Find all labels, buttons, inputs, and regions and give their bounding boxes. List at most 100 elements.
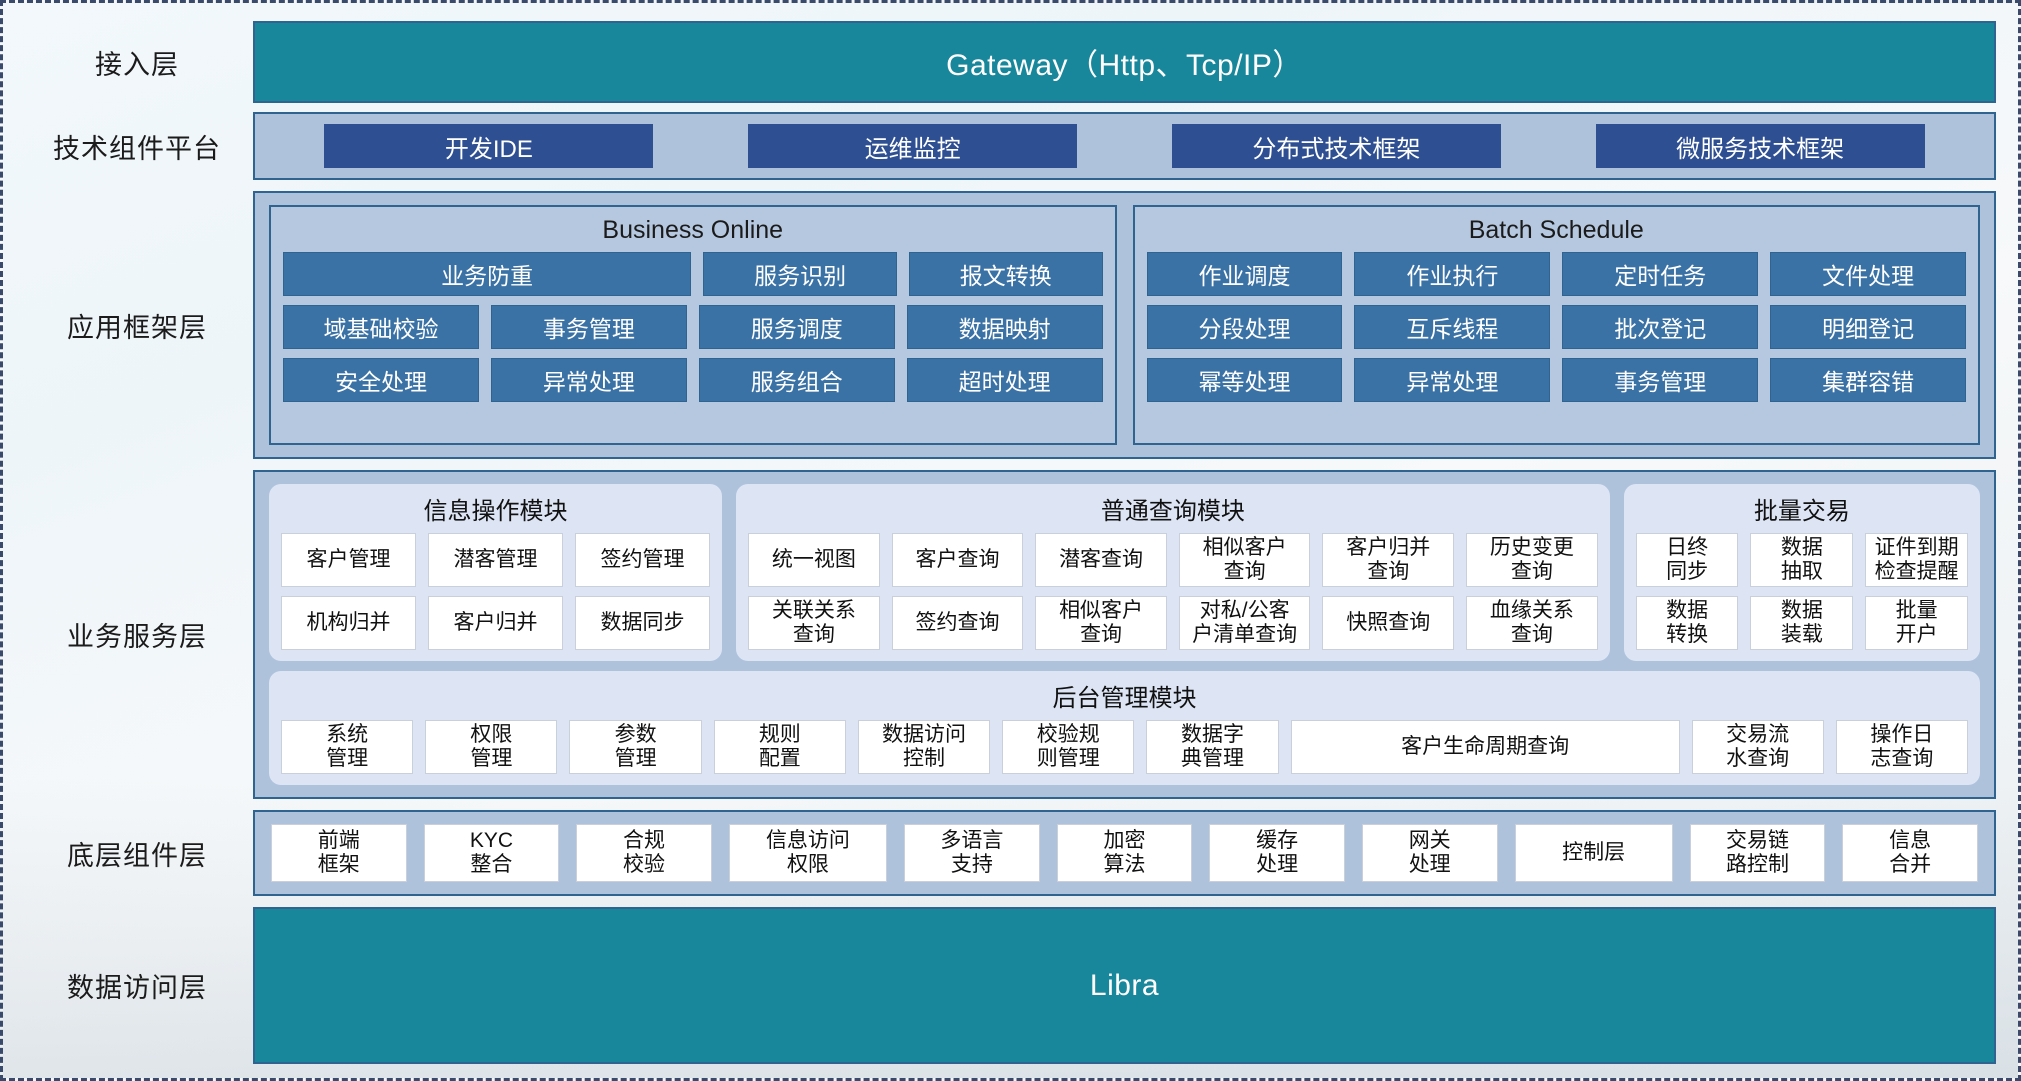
- layer-body-business-service: 信息操作模块 客户管理 潜客管理 签约管理 机构归并 客户归并: [253, 470, 1996, 799]
- grid-row: 作业调度 作业执行 定时任务 文件处理: [1146, 252, 1966, 296]
- module-row: 关联关系 查询 签约查询 相似客户 查询 对私/公客 户清单查询 快照查询 血缘…: [748, 596, 1598, 650]
- cell-data-mapping[interactable]: 数据映射: [906, 305, 1103, 349]
- panel-title-batch-schedule: Batch Schedule: [1468, 216, 1644, 244]
- cell-org-merge[interactable]: 机构归并: [281, 596, 417, 650]
- cell-history-change-query[interactable]: 历史变更 查询: [1466, 533, 1598, 587]
- cell-parameter-management[interactable]: 参数 管理: [569, 720, 702, 774]
- layer-stack: 接入层 Gateway（Http、Tcp/IP） 技术组件平台 开发IDE 运维…: [3, 3, 2018, 1078]
- cell-timed-task[interactable]: 定时任务: [1562, 252, 1759, 296]
- module-row: 统一视图 客户查询 潜客查询 相似客户 查询 客户归并 查询 历史变更 查询: [748, 533, 1598, 587]
- grid-row: 业务防重 服务识别 报文转换: [283, 252, 1103, 296]
- cell-validation-rule-management[interactable]: 校验规 则管理: [1002, 720, 1135, 774]
- cell-relation-query[interactable]: 关联关系 查询: [748, 596, 880, 650]
- cell-frontend-framework[interactable]: 前端 框架: [271, 824, 407, 882]
- cell-certificate-expiry-reminder[interactable]: 证件到期 检查提醒: [1865, 533, 1969, 587]
- tech-button-microservice-framework[interactable]: 微服务技术框架: [1595, 124, 1925, 168]
- panel-title-business-online: Business Online: [602, 216, 784, 244]
- cell-batch-registration[interactable]: 批次登记: [1562, 305, 1759, 349]
- module-title-common-query: 普通查询模块: [1100, 498, 1245, 525]
- tech-button-ide[interactable]: 开发IDE: [324, 124, 654, 168]
- cell-encryption-algorithm[interactable]: 加密 算法: [1056, 824, 1193, 882]
- cell-job-scheduling[interactable]: 作业调度: [1146, 252, 1343, 296]
- cell-security-processing[interactable]: 安全处理: [283, 358, 479, 402]
- tech-button-ops-monitor[interactable]: 运维监控: [748, 124, 1078, 168]
- cell-customer-merge-query[interactable]: 客户归并 查询: [1322, 533, 1455, 587]
- cell-eod-sync[interactable]: 日终 同步: [1635, 533, 1739, 587]
- cell-compliance-validation[interactable]: 合规 校验: [576, 824, 712, 882]
- cell-business-dedup[interactable]: 业务防重: [283, 252, 692, 296]
- cell-transaction-link-control[interactable]: 交易链 路控制: [1689, 824, 1826, 882]
- module-row: 机构归并 客户归并 数据同步: [281, 596, 711, 650]
- cell-snapshot-query[interactable]: 快照查询: [1322, 596, 1455, 650]
- cell-batch-account-open[interactable]: 批量 开户: [1865, 596, 1969, 650]
- cell-data-transform[interactable]: 数据 转换: [1635, 596, 1739, 650]
- panel-batch-schedule: Batch Schedule 作业调度 作业执行 定时任务 文件处理 分段处理 …: [1132, 205, 1980, 445]
- layer-tech-platform: 技术组件平台 开发IDE 运维监控 分布式技术框架 微服务技术框架: [21, 112, 1996, 180]
- cell-customer-query[interactable]: 客户查询: [891, 533, 1024, 587]
- layer-body-tech: 开发IDE 运维监控 分布式技术框架 微服务技术框架: [253, 112, 1996, 180]
- panel-business-online: Business Online 业务防重 服务识别 报文转换 域基础校验 事务管…: [269, 205, 1117, 445]
- cell-transaction-flow-query[interactable]: 交易流 水查询: [1691, 720, 1824, 774]
- cell-cluster-fault-tolerance[interactable]: 集群容错: [1770, 358, 1966, 402]
- layer-label-tech: 技术组件平台: [53, 133, 221, 164]
- cell-lineage-query[interactable]: 血缘关系 查询: [1466, 596, 1598, 650]
- grid-row: 分段处理 互斥线程 批次登记 明细登记: [1146, 305, 1966, 349]
- grid-business-online: 业务防重 服务识别 报文转换 域基础校验 事务管理 服务调度 数据映射: [283, 252, 1103, 402]
- cell-exception-processing-batch[interactable]: 异常处理: [1354, 358, 1551, 402]
- module-grid-batch-transaction: 日终 同步 数据 抽取 证件到期 检查提醒 数据 转换 数据 装载 批量 开户: [1635, 533, 1969, 650]
- cell-operation-log-query[interactable]: 操作日 志查询: [1835, 720, 1969, 774]
- cell-prospect-query[interactable]: 潜客查询: [1035, 533, 1167, 587]
- layer-body-data-access: Libra: [253, 907, 1996, 1064]
- cell-similar-customer-query[interactable]: 相似客户 查询: [1178, 533, 1311, 587]
- cell-customer-merge[interactable]: 客户归并: [428, 596, 564, 650]
- cell-segment-processing[interactable]: 分段处理: [1146, 305, 1343, 349]
- cell-kyc-integration[interactable]: KYC 整合: [423, 824, 560, 882]
- cell-permission-management[interactable]: 权限 管理: [425, 720, 558, 774]
- cell-multilanguage-support[interactable]: 多语言 支持: [904, 824, 1040, 882]
- cell-control-layer[interactable]: 控制层: [1514, 824, 1673, 882]
- cell-transaction-management[interactable]: 事务管理: [490, 305, 687, 349]
- cell-gateway-processing[interactable]: 网关 处理: [1361, 824, 1498, 882]
- cell-transaction-management-batch[interactable]: 事务管理: [1562, 358, 1759, 402]
- cell-service-composition[interactable]: 服务组合: [698, 358, 895, 402]
- cell-prospect-management[interactable]: 潜客管理: [428, 533, 564, 587]
- cell-customer-lifecycle-query[interactable]: 客户生命周期查询: [1290, 720, 1680, 774]
- module-backend-management: 后台管理模块 系统 管理 权限 管理 参数 管理 规则 配置 数据访问 控制 校…: [269, 671, 1980, 785]
- cell-data-access-control[interactable]: 数据访问 控制: [857, 720, 991, 774]
- cell-idempotent-processing[interactable]: 幂等处理: [1146, 358, 1343, 402]
- cell-data-dictionary-management[interactable]: 数据字 典管理: [1146, 720, 1279, 774]
- cell-contract-management[interactable]: 签约管理: [575, 533, 711, 587]
- cell-message-transform[interactable]: 报文转换: [908, 252, 1103, 296]
- cell-info-access-permission[interactable]: 信息访问 权限: [728, 824, 888, 882]
- layer-label-app-framework: 应用框架层: [67, 312, 207, 343]
- cell-unified-view[interactable]: 统一视图: [748, 533, 880, 587]
- cell-service-identify[interactable]: 服务识别: [703, 252, 897, 296]
- cell-info-merge[interactable]: 信息 合并: [1842, 824, 1978, 882]
- layer-app-framework: 应用框架层 Business Online 业务防重 服务识别 报文转换 域: [21, 191, 1996, 459]
- gateway-bar[interactable]: Gateway（Http、Tcp/IP）: [253, 21, 1996, 103]
- cell-file-processing[interactable]: 文件处理: [1770, 252, 1966, 296]
- cell-contract-query[interactable]: 签约查询: [891, 596, 1024, 650]
- cell-exception-processing[interactable]: 异常处理: [490, 358, 687, 402]
- cell-mutex-thread[interactable]: 互斥线程: [1354, 305, 1551, 349]
- layer-access: 接入层 Gateway（Http、Tcp/IP）: [21, 21, 1996, 103]
- module-grid-info-operation: 客户管理 潜客管理 签约管理 机构归并 客户归并 数据同步: [281, 533, 711, 650]
- cell-service-scheduling[interactable]: 服务调度: [698, 305, 895, 349]
- cell-cache-processing[interactable]: 缓存 处理: [1209, 824, 1345, 882]
- tech-button-distributed-framework[interactable]: 分布式技术框架: [1171, 124, 1501, 168]
- cell-similar-customer-query-2[interactable]: 相似客户 查询: [1035, 596, 1167, 650]
- cell-data-load[interactable]: 数据 装载: [1750, 596, 1854, 650]
- cell-system-management[interactable]: 系统 管理: [281, 720, 414, 774]
- cell-data-extract[interactable]: 数据 抽取: [1750, 533, 1854, 587]
- cell-rule-configuration[interactable]: 规则 配置: [713, 720, 846, 774]
- cell-domain-basic-validation[interactable]: 域基础校验: [283, 305, 479, 349]
- cell-timeout-processing[interactable]: 超时处理: [906, 358, 1103, 402]
- cell-customer-management[interactable]: 客户管理: [281, 533, 417, 587]
- libra-bar[interactable]: Libra: [253, 907, 1996, 1064]
- cell-data-sync[interactable]: 数据同步: [575, 596, 711, 650]
- module-row: 数据 转换 数据 装载 批量 开户: [1635, 596, 1969, 650]
- cell-private-public-customer-list-query[interactable]: 对私/公客 户清单查询: [1178, 596, 1311, 650]
- cell-job-execution[interactable]: 作业执行: [1354, 252, 1551, 296]
- cell-detail-registration[interactable]: 明细登记: [1770, 305, 1966, 349]
